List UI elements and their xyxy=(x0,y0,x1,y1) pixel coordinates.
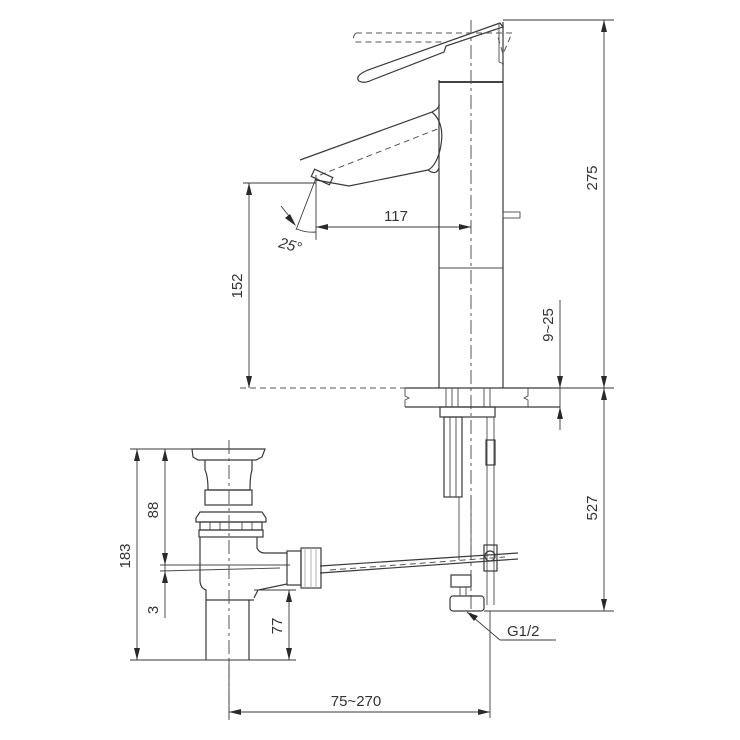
label-88: 88 xyxy=(145,502,162,519)
pop-up-waste xyxy=(191,440,322,720)
deck xyxy=(240,387,560,408)
leader-g12 xyxy=(466,611,556,641)
label-527: 527 xyxy=(584,495,601,520)
dim-275 xyxy=(503,19,614,389)
dim-527 xyxy=(484,388,614,612)
dim-angle xyxy=(280,177,317,233)
label-9-25: 9~25 xyxy=(540,308,557,342)
dim-117 xyxy=(315,175,471,240)
spout xyxy=(299,103,443,187)
label-g12: G1/2 xyxy=(507,623,540,640)
label-117: 117 xyxy=(384,208,408,225)
label-152: 152 xyxy=(229,273,246,298)
dim-183 xyxy=(130,448,296,661)
label-77: 77 xyxy=(269,618,286,635)
dim-75-270 xyxy=(228,611,491,718)
pop-up-rod xyxy=(159,552,519,574)
label-183: 183 xyxy=(117,543,134,568)
shank-and-hoses xyxy=(439,388,498,612)
label-25-degree: 25° xyxy=(276,234,303,257)
label-3: 3 xyxy=(145,606,162,614)
dim-9-25 xyxy=(557,300,563,430)
dim-88 xyxy=(162,449,168,618)
dim-152 xyxy=(243,182,316,388)
label-275: 275 xyxy=(584,165,601,190)
label-75-270: 75~270 xyxy=(331,693,381,710)
dim-77 xyxy=(254,589,296,660)
lever-handle xyxy=(353,22,513,83)
faucet-body xyxy=(438,20,521,620)
